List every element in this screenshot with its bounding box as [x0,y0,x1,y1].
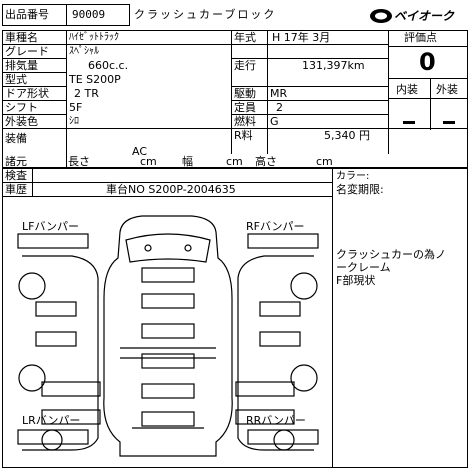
drive-label: 駆動 [234,87,256,100]
recycle-fee: 5,340 円 [324,129,370,142]
chassis-number: 車台NO S200P-2004635 [106,183,236,196]
dimensions-label: 諸元 [5,155,27,168]
length-label: 長さ [68,155,90,168]
history-label: 車歴 [5,183,27,196]
length-unit: cm [140,155,157,168]
notes-line-3: F部現状 [336,274,376,287]
rating-score: 0 [419,48,436,76]
height-unit: cm [316,155,333,168]
exterior-label: 外装 [436,83,458,96]
equipment-value: AC [132,145,148,158]
year-label: 年式 [234,31,256,44]
fuel: G [270,115,279,128]
company-logo: ベイオーク [368,6,464,26]
shift: 5F [69,101,83,114]
lr-bumper-label: LRバンパー [22,414,81,427]
displacement-label: 排気量 [5,59,38,72]
displacement: 660c.c. [88,59,129,72]
interior-grade-mark [403,121,415,124]
company-logo-mark [370,9,392,23]
doors: 2 TR [74,87,99,100]
width-unit: cm [226,155,243,168]
drive: MR [270,87,288,100]
lot-number-label: 出品番号 [5,8,49,21]
rf-bumper-label: RFバンパー [246,220,305,233]
rr-bumper-label: RRバンパー [246,414,306,427]
exterior-grade-mark [443,121,455,124]
year: H 17年 3月 [272,31,331,44]
company-logo-text: ベイオーク [394,9,455,23]
capacity: 2 [276,101,283,114]
grade-label: グレード [5,45,49,58]
capacity-label: 定員 [234,101,256,114]
color-label: 外装色 [5,115,38,128]
height-label: 高さ [255,155,277,168]
color: ｼﾛ [69,116,79,127]
fuel-label: 燃料 [234,115,256,128]
shift-label: シフト [5,101,38,114]
grade: ｽﾍﾟｼｬﾙ [69,46,99,57]
mileage: 131,397km [302,59,365,72]
car-name-label: 車種名 [5,31,38,44]
sheet-title: クラッシュカーブロック [134,8,277,21]
equipment-label: 装備 [5,132,27,145]
vehicle-info-table [2,30,468,168]
notes-line-1: クラッシュカーの為ノ [336,248,446,261]
width-label: 幅 [182,155,193,168]
interior-label: 内装 [396,83,418,96]
model: TE S200P [69,73,121,86]
model-label: 型式 [5,73,27,86]
rating-title: 評価点 [404,31,437,44]
inspection-label: 検査 [5,169,27,182]
lot-number: 90009 [72,8,106,21]
notes-line-2: ークレーム [336,261,391,274]
car-name: ﾊｲｾﾞｯﾄﾄﾗｯｸ [69,32,119,43]
lf-bumper-label: LFバンパー [22,220,80,233]
inspection-area [2,168,468,468]
mileage-label: 走行 [234,59,256,72]
name-change-label: 名変期限: [336,183,384,196]
recycle-label: R料 [234,129,253,142]
doors-label: ドア形状 [5,87,49,100]
car-condition-diagram [17,215,319,457]
color-change-label: カラー: [336,171,370,182]
